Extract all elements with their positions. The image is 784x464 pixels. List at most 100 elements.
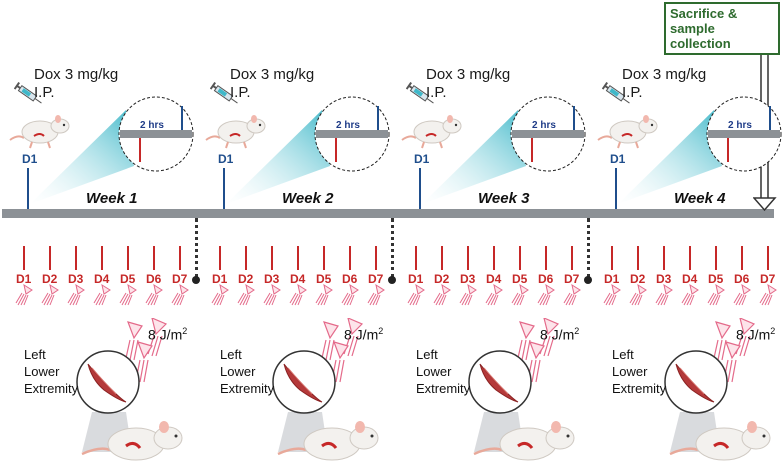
day-label: D4	[290, 272, 306, 286]
day-label: D7	[564, 272, 580, 286]
uv-lamp-icon	[433, 284, 451, 306]
dox-day-tick	[223, 168, 225, 209]
week-separator	[391, 218, 398, 278]
day-tick	[441, 246, 443, 270]
day-label: D3	[656, 272, 672, 286]
limb-label-line: Extremity	[612, 381, 667, 396]
limb-label-line: Lower	[416, 364, 452, 379]
timing-label: 2 hrs	[728, 120, 752, 131]
dose-label: Dox 3 mg/kg I.P.	[426, 66, 510, 102]
dose-route: I.P.	[34, 84, 55, 101]
mouse-icon	[597, 115, 658, 149]
uv-lamp-icon	[67, 284, 85, 306]
day-tick	[349, 246, 351, 270]
uv-lamp-icon	[459, 284, 477, 306]
dox-day-tick	[419, 168, 421, 209]
zoom-inset	[30, 96, 194, 204]
dose-label: Dox 3 mg/kg I.P.	[622, 66, 706, 102]
day-tick	[611, 246, 613, 270]
day-label: D7	[368, 272, 384, 286]
uv-lamp-icon	[759, 284, 777, 306]
week-panel: Dox 3 mg/kg I.P. D1	[8, 0, 204, 464]
limb-label-line: Lower	[220, 364, 256, 379]
limb-label-line: Extremity	[220, 381, 275, 396]
uv-lamp-icon	[603, 284, 621, 306]
day-tick	[415, 246, 417, 270]
day-label: D4	[94, 272, 110, 286]
day-tick	[493, 246, 495, 270]
mouse-body-icon	[277, 421, 379, 461]
week-panel: Dox 3 mg/kg I.P. D1	[400, 0, 596, 464]
uv-lamp-icon	[263, 284, 281, 306]
mouse-icon	[9, 115, 70, 149]
uv-lamp-icon	[733, 284, 751, 306]
week-separator	[195, 218, 202, 278]
day-tick	[519, 246, 521, 270]
dose-amount: Dox 3 mg/kg	[622, 66, 707, 83]
dox-day-tick	[615, 168, 617, 209]
day-label: D1	[408, 272, 424, 286]
day-tick	[179, 246, 181, 270]
day-label: D3	[68, 272, 84, 286]
dose-route: I.P.	[622, 84, 643, 101]
uv-lamp-icon	[15, 284, 33, 306]
uv-lamp-icon	[171, 284, 189, 306]
sacrifice-label: Sacrifice & sample collection	[670, 6, 738, 51]
day-label: D6	[342, 272, 358, 286]
uv-lamp-cluster-icon	[517, 318, 560, 383]
day-tick	[101, 246, 103, 270]
day-label: D2	[434, 272, 450, 286]
day-tick	[637, 246, 639, 270]
uv-lamp-icon	[93, 284, 111, 306]
uv-lamp-icon	[707, 284, 725, 306]
dose-route: I.P.	[426, 84, 447, 101]
limb-label: Left Lower Extremity	[220, 346, 274, 397]
mouse-icon	[205, 115, 266, 149]
dox-day-tick	[27, 168, 29, 209]
syringe-icon	[210, 82, 238, 104]
timeline-bar	[2, 209, 774, 218]
day-tick	[663, 246, 665, 270]
uv-lamp-icon	[407, 284, 425, 306]
timing-label: 2 hrs	[336, 120, 360, 131]
syringe-icon	[602, 82, 630, 104]
limb-label-line: Left	[220, 347, 242, 362]
day-tick	[375, 246, 377, 270]
day-label: D6	[538, 272, 554, 286]
dox-day-label: D1	[218, 152, 234, 166]
uv-lamp-icon	[629, 284, 647, 306]
week-separator-dot	[192, 276, 200, 284]
day-tick	[767, 246, 769, 270]
uv-lamp-icon	[315, 284, 333, 306]
dose-amount: Dox 3 mg/kg	[426, 66, 511, 83]
dose-label: Dox 3 mg/kg I.P.	[230, 66, 314, 102]
mouse-icon	[401, 115, 462, 149]
day-tick	[741, 246, 743, 270]
week-title: Week 3	[478, 190, 530, 207]
week-separator-dot	[388, 276, 396, 284]
day-tick	[271, 246, 273, 270]
zoom-inset	[618, 96, 782, 204]
day-label: D1	[604, 272, 620, 286]
dose-route: I.P.	[230, 84, 251, 101]
day-tick	[23, 246, 25, 270]
week-title: Week 2	[282, 190, 334, 207]
day-label: D5	[120, 272, 136, 286]
day-label: D6	[146, 272, 162, 286]
muscle-inset	[76, 350, 140, 452]
timing-label: 2 hrs	[532, 120, 556, 131]
dox-day-label: D1	[414, 152, 430, 166]
day-tick	[153, 246, 155, 270]
mouse-body-icon	[669, 421, 771, 461]
day-tick	[219, 246, 221, 270]
uv-dose-label: 8 J/m2	[540, 326, 580, 343]
uv-lamp-icon	[211, 284, 229, 306]
day-label: D3	[264, 272, 280, 286]
uv-lamp-icon	[289, 284, 307, 306]
limb-label: Left Lower Extremity	[612, 346, 666, 397]
limb-label: Left Lower Extremity	[24, 346, 78, 397]
uv-lamp-icon	[681, 284, 699, 306]
day-label: D5	[316, 272, 332, 286]
